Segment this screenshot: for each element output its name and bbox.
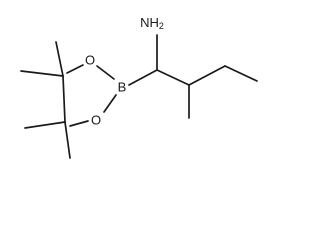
molecule-diagram: O B O NH2: [20, 15, 258, 159]
bond-ethyl-end: [224, 65, 258, 82]
bond-c1-o-upper: [66, 64, 84, 74]
atom-nh2: NH2: [140, 15, 164, 32]
bond-c1-methyl-top: [55, 41, 64, 77]
bond-o-upper-b: [96, 65, 115, 80]
bond-o-lower-c2: [69, 120, 89, 127]
bond-ch-ethyl: [188, 65, 226, 86]
bond-b-ch: [128, 69, 158, 86]
atom-nh: NH: [140, 15, 159, 30]
bond-c2-methyl-left: [24, 121, 66, 129]
bond-ch-ch-methyl: [156, 69, 190, 86]
bond-c1-c2: [62, 75, 66, 123]
atom-o-upper: O: [85, 53, 95, 68]
atom-nh2-subscript: 2: [159, 21, 164, 31]
structure-canvas: O B O NH2: [20, 15, 258, 159]
bond-c1-methyl-left: [20, 70, 64, 77]
atom-b: B: [118, 80, 127, 95]
bond-c2-methyl-bottom: [64, 121, 71, 159]
atom-o-lower: O: [91, 113, 101, 128]
bond-b-o-lower: [103, 94, 117, 113]
